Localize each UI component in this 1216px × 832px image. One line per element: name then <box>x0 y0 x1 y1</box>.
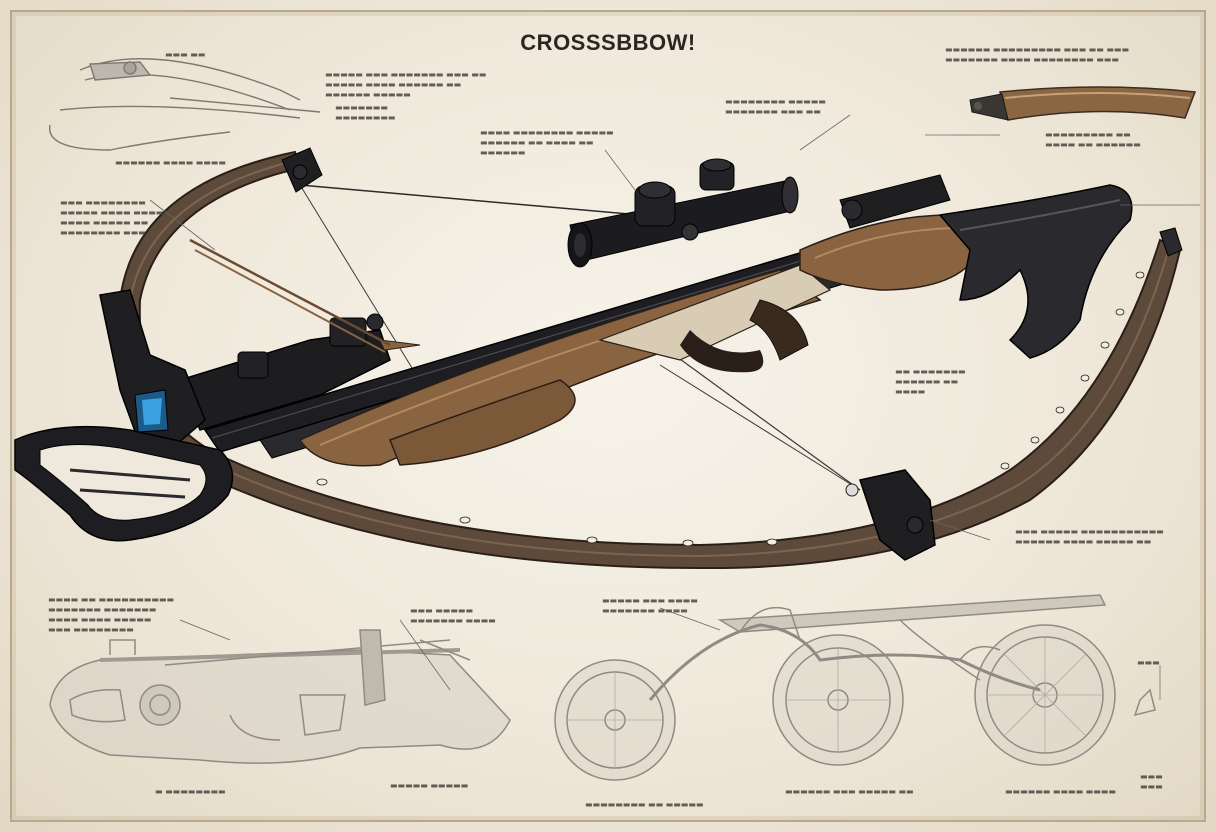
annotation-4: ▬▬▬▬▬▬ ▬▬▬▬ ▬▬▬▬ <box>115 158 226 167</box>
annotation-21: ▬▬▬▬▬▬ <box>1140 772 1163 791</box>
annotation-10: ▬▬ ▬▬▬▬▬▬▬▬▬▬▬▬▬ ▬▬▬▬▬▬ <box>895 367 966 396</box>
annotation-11: ▬▬▬ ▬▬▬▬▬ ▬▬▬▬▬▬▬▬▬▬▬▬▬▬▬▬▬ ▬▬▬▬ ▬▬▬▬▬ ▬… <box>1015 527 1164 546</box>
annotation-20: ▬▬▬ <box>1137 658 1160 667</box>
annotation-3: ▬▬▬▬▬▬▬▬▬▬▬▬▬▬▬ <box>335 103 396 122</box>
annotation-1: ▬▬▬ ▬▬ <box>165 50 206 59</box>
annotation-13: ▬▬▬ ▬▬▬▬▬▬▬▬▬▬▬▬ ▬▬▬▬ <box>410 606 496 625</box>
annotation-12: ▬▬▬▬ ▬▬ ▬▬▬▬▬▬▬▬▬▬▬▬▬▬▬▬▬ ▬▬▬▬▬▬▬▬▬▬▬ ▬▬… <box>48 595 175 634</box>
annotation-19: ▬▬▬▬▬▬ ▬▬▬▬ ▬▬▬▬ <box>1005 787 1116 796</box>
crossbow-illustration <box>14 114 1200 570</box>
sketch-wheeled-crossbow-icon <box>554 594 1161 781</box>
scope-icon <box>567 158 799 268</box>
annotation-5: ▬▬▬ ▬▬▬▬▬▬▬▬▬▬▬▬▬ ▬▬▬▬ ▬▬▬▬▬▬▬▬ ▬▬▬▬▬ ▬▬… <box>60 198 164 237</box>
annotation-9: ▬▬▬▬▬▬▬▬▬ ▬▬▬▬▬▬ ▬▬ ▬▬▬▬▬▬ <box>1045 130 1141 149</box>
annotation-18: ▬▬▬▬▬▬ ▬▬▬ ▬▬▬▬▬ ▬▬ <box>785 787 914 796</box>
sketch-top-right-limb-icon <box>969 86 1197 121</box>
annotation-7: ▬▬▬▬▬▬▬▬ ▬▬▬▬▬▬▬▬▬▬▬▬ ▬▬▬ ▬▬ <box>725 97 826 116</box>
annotation-15: ▬ ▬▬▬▬▬▬▬▬ <box>155 787 226 796</box>
page-title: CROSSSBBOW! <box>520 30 696 55</box>
annotation-2: ▬▬▬▬▬ ▬▬▬ ▬▬▬▬▬▬▬ ▬▬▬ ▬▬▬▬▬▬▬ ▬▬▬▬ ▬▬▬▬▬… <box>325 70 487 99</box>
sketch-crossbow-bottom-left-icon <box>49 629 511 764</box>
annotation-17: ▬▬▬▬▬▬▬▬ ▬▬ ▬▬▬▬▬ <box>585 800 704 809</box>
annotation-16: ▬▬▬▬▬ ▬▬▬▬▬ <box>390 781 469 790</box>
annotation-14: ▬▬▬▬▬ ▬▬▬ ▬▬▬▬▬▬▬▬▬▬▬ ▬▬▬▬ <box>602 596 698 615</box>
annotation-8: ▬▬▬▬▬▬ ▬▬▬▬▬▬▬▬▬ ▬▬▬ ▬▬ ▬▬▬▬▬▬▬▬▬▬ ▬▬▬▬ … <box>945 45 1130 64</box>
annotation-6: ▬▬▬▬ ▬▬▬▬▬▬▬▬ ▬▬▬▬▬▬▬▬▬▬▬ ▬▬ ▬▬▬▬ ▬▬▬▬▬▬… <box>480 128 614 157</box>
sketch-top-left-icon <box>49 58 321 151</box>
